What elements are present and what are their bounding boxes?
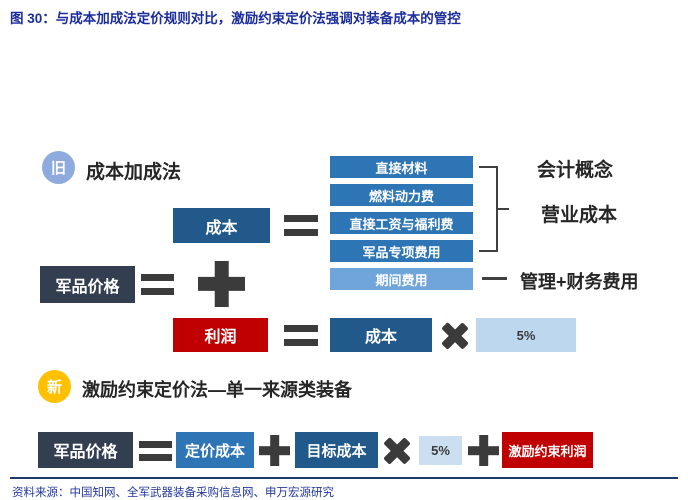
rate-box-old: 5% <box>476 318 576 352</box>
bracket-line <box>479 250 496 252</box>
cost-component-box: 军品专项费用 <box>330 240 473 262</box>
cost-component-label: 燃料动力费 <box>368 188 434 204</box>
bracket-line <box>498 208 509 210</box>
figure-title: 图 30：与成本加成法定价规则对比，激励约束定价法强调对装备成本的管控 <box>10 11 461 26</box>
source-note: 资料来源：中国知网、全军武器装备采购信息网、申万宏源研究 <box>12 487 334 499</box>
military-price-label: 军品价格 <box>55 278 120 296</box>
cost-component-label: 期间费用 <box>375 272 428 288</box>
old-method-title: 成本加成法 <box>86 162 182 183</box>
cost-component-box: 直接材料 <box>330 156 473 178</box>
rate-label: 5% <box>431 443 450 458</box>
dash-connector <box>482 277 507 280</box>
military-price-box-new: 军品价格 <box>38 432 133 468</box>
multiply-icon <box>383 436 412 465</box>
equals-icon <box>284 215 318 236</box>
new-badge: 新 <box>38 370 71 403</box>
mgmt-finance-label: 管理+财务费用 <box>520 272 639 292</box>
bracket-line <box>496 166 498 252</box>
divider-line <box>10 477 678 479</box>
target-cost-box: 目标成本 <box>295 432 378 468</box>
cost-component-box: 直接工资与福利费 <box>330 212 473 234</box>
plus-icon <box>468 435 499 466</box>
cost-component-box: 燃料动力费 <box>330 184 473 206</box>
rate-label: 5% <box>516 327 536 343</box>
cost-component-label: 直接工资与福利费 <box>349 216 454 232</box>
multiply-icon <box>441 321 470 350</box>
new-method-title: 激励约束定价法—单一来源类装备 <box>82 380 352 400</box>
profit-label: 利润 <box>204 329 237 346</box>
cost-component-label: 军品专项费用 <box>362 244 441 260</box>
operating-cost-label: 营业成本 <box>541 205 618 226</box>
equals-icon <box>141 274 174 295</box>
pricing-cost-box: 定价成本 <box>176 432 254 468</box>
profit-box: 利润 <box>173 318 268 352</box>
equals-icon <box>284 325 318 346</box>
bracket-line <box>479 166 496 168</box>
incentive-profit-label: 激励约束利润 <box>508 443 587 459</box>
military-price-box-old: 军品价格 <box>40 266 135 303</box>
old-badge-label: 旧 <box>50 160 66 177</box>
plus-icon <box>198 261 245 307</box>
cost-component-box: 期间费用 <box>330 268 473 290</box>
equals-icon <box>139 441 172 461</box>
accounting-concept-label: 会计概念 <box>537 160 614 181</box>
old-badge: 旧 <box>42 151 75 184</box>
cost-box-label: 成本 <box>364 329 397 346</box>
incentive-profit-box: 激励约束利润 <box>502 432 593 468</box>
cost-box-label: 成本 <box>205 219 238 237</box>
military-price-label: 军品价格 <box>53 444 118 461</box>
target-cost-label: 目标成本 <box>306 442 367 460</box>
cost-box: 成本 <box>173 208 270 243</box>
plus-icon <box>259 435 290 466</box>
cost-component-label: 直接材料 <box>375 160 428 176</box>
new-badge-label: 新 <box>46 379 62 396</box>
rate-box-new: 5% <box>419 436 462 465</box>
cost-box-formula: 成本 <box>330 318 432 352</box>
pricing-cost-label: 定价成本 <box>184 442 245 460</box>
